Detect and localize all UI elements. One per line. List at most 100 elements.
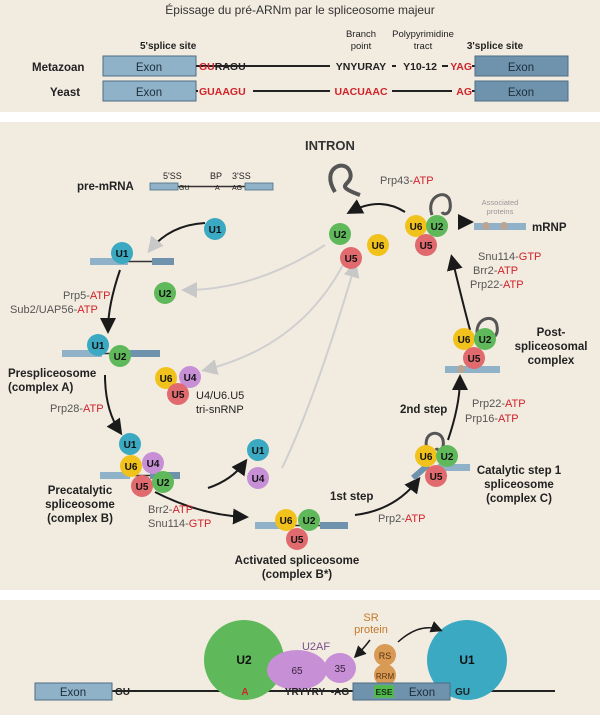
associated-proteins-2: proteins	[487, 207, 514, 216]
complex-c: U6 U2 U5	[411, 431, 470, 487]
factor-prp43: Prp43-ATP	[380, 175, 434, 187]
recycle-arrow-tri	[201, 254, 349, 375]
post-spliceosomal-complex: U6 U2 U5	[445, 316, 500, 373]
u5-complex-b: U5	[136, 482, 149, 493]
u2-post: U2	[479, 335, 492, 346]
factor-prp22-b: Prp22-ATP	[470, 279, 524, 291]
u2-incoming: U2	[159, 289, 172, 300]
u1-released: U1	[252, 446, 265, 457]
ss5-red-yeast: GUAAGU	[199, 86, 246, 98]
mrnp: Associated proteins mRNP	[474, 198, 567, 234]
u1-complex-e: U1	[116, 249, 129, 260]
ss3-red-yeast: AG	[456, 86, 472, 98]
sr-label-2: protein	[354, 624, 388, 636]
header-3ss: 3'splice site	[467, 41, 524, 52]
pre-mrna-label: pre-mRNA	[77, 181, 134, 193]
first-step-label: 1st step	[330, 491, 373, 503]
u2af-65: 65	[291, 666, 303, 677]
bp-metazoan: YNYURAY	[336, 61, 386, 73]
header-ppt-2: tract	[414, 41, 433, 52]
u4-complex-b: U4	[147, 459, 160, 470]
premrna-3ss: 3'SS	[232, 171, 251, 181]
tri-snrnp: U4 U6 U5 U4/U6.U5 tri-snRNP	[155, 366, 244, 416]
premrna-5ss: 5'SS	[163, 171, 182, 181]
u2-complex-b: U2	[157, 478, 170, 489]
bp-yeast: UACUAAC	[334, 86, 387, 98]
catalytic-label-2: spliceosome	[484, 479, 554, 491]
rrm-label: RRM	[376, 672, 395, 681]
rs-label: RS	[379, 651, 392, 661]
header-branch-point-2: point	[351, 41, 372, 52]
ss5-red-metazoan: GU	[199, 61, 215, 73]
ss3-red-metazoan: YAG	[450, 61, 472, 73]
complex-a: U1 U2	[62, 334, 160, 367]
complex-e: U1	[90, 242, 174, 265]
u5-tri: U5	[172, 390, 185, 401]
complex-b-star: U6 U2 U5	[255, 509, 348, 550]
exon-left-bottom: Exon	[60, 687, 86, 699]
associated-proteins-1: Associated	[482, 198, 519, 207]
ag-bottom: -AG	[331, 687, 350, 698]
u5-complex-bstar: U5	[291, 535, 304, 546]
sr-to-u1-arrow	[397, 621, 443, 643]
factor-prp22-a: Prp22-ATP	[472, 398, 526, 410]
gu-right-bottom: GU	[455, 687, 470, 698]
row-label-metazoan: Metazoan	[32, 62, 84, 74]
header-ppt-1: Polypyrimidine	[392, 29, 454, 40]
cycle-arrow-8	[346, 199, 406, 214]
u1-complex-a: U1	[92, 341, 105, 352]
ppt-bottom: YRYYRY	[285, 687, 326, 698]
u1-incoming: U1	[209, 225, 222, 236]
u2-complex-bstar: U2	[303, 516, 316, 527]
u6-released: U6	[372, 241, 385, 252]
factor-brr2-a: Brr2-ATP	[148, 504, 193, 516]
factor-prp16: Prp16-ATP	[465, 413, 519, 425]
tri-label-1: U4/U6.U5	[196, 390, 244, 402]
factor-prp2: Prp2-ATP	[378, 513, 425, 525]
cycle-arrow-6	[447, 374, 468, 441]
gu-left-bottom: GU	[115, 687, 130, 698]
svg-text:GURAGU: GURAGU	[199, 61, 246, 73]
u5-released: U5	[345, 254, 358, 265]
u2-released: U2	[334, 230, 347, 241]
cycle-arrow-1	[147, 222, 206, 254]
u2af-label: U2AF	[302, 641, 330, 653]
u6-complex-bstar: U6	[280, 516, 293, 527]
activated-label-1: Activated spliceosome	[235, 555, 360, 567]
complex-b: U1 U4 U6 U5 U2	[100, 433, 180, 497]
premrna-bp: BP	[210, 171, 222, 181]
sr-label-1: SR	[363, 612, 378, 624]
u1-complex-b: U1	[124, 440, 137, 451]
u4-tri: U4	[184, 373, 197, 384]
u6-post: U6	[458, 335, 471, 346]
metazoan-row: Metazoan Exon GURAGU YNYURAY Y10-12 YAG …	[32, 55, 569, 77]
u1-bottom: U1	[459, 653, 475, 667]
u5-complex-c: U5	[430, 472, 443, 483]
intron-lariat	[328, 163, 361, 197]
premrna-gu: GU	[179, 185, 190, 192]
catalytic-label-1: Catalytic step 1	[477, 465, 562, 477]
second-step-label: 2nd step	[400, 404, 447, 416]
u2-ils: U2	[431, 222, 444, 233]
factor-prp28: Prp28-ATP	[50, 403, 104, 415]
u6-tri: U6	[160, 374, 173, 385]
panel-title: Épissage du pré-ARNm par le spliceosome …	[165, 2, 434, 17]
yeast-row: Yeast Exon GUAAGU UACUAAC AG Exon	[50, 80, 569, 102]
premrna-a: A	[215, 185, 220, 192]
catalytic-label-3: (complex C)	[486, 493, 552, 505]
branch-a-bottom: A	[241, 687, 248, 698]
cycle-arrow-4	[154, 491, 249, 525]
u2-bottom: U2	[236, 653, 252, 667]
precatalytic-2: spliceosome	[45, 499, 115, 511]
exon-left-yeast: Exon	[136, 87, 162, 99]
u4-released: U4	[252, 474, 265, 485]
u2af-35: 35	[334, 664, 346, 675]
cycle-arrow-3	[104, 374, 123, 436]
consensus-panel: Épissage du pré-ARNm par le spliceosome …	[0, 0, 600, 112]
factor-snu114-b: Snu114-GTP	[478, 251, 541, 263]
prespliceosome-label: Prespliceosome	[8, 368, 96, 380]
u5-post: U5	[468, 354, 481, 365]
post-label-1: Post-	[537, 327, 566, 339]
factor-snu114-a: Snu114-GTP	[148, 518, 211, 530]
